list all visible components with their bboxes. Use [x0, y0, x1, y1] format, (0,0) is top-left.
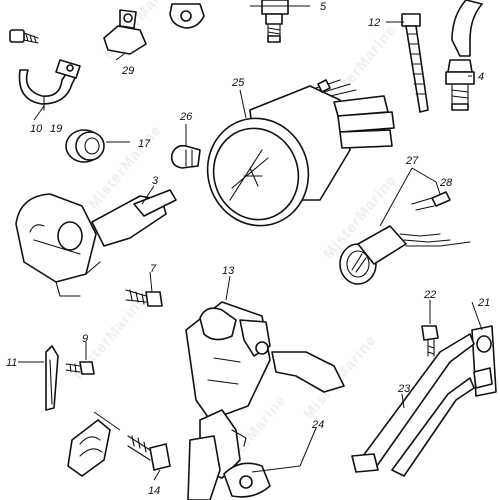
callout-13: 13	[222, 265, 235, 277]
callout-22: 22	[423, 289, 436, 301]
callout-10: 10	[30, 123, 43, 135]
callout-19: 19	[50, 123, 62, 135]
callout-29: 29	[121, 65, 134, 77]
callout-9: 9	[82, 333, 88, 345]
callout-labels: 5 12 4 29 10 19 17 26 25 3 27 28 7 13 22…	[6, 1, 490, 497]
callout-17: 17	[138, 138, 151, 150]
part-gauge	[206, 79, 395, 227]
callout-5: 5	[320, 1, 327, 13]
part-screw-9	[65, 361, 95, 375]
bolt-top-left	[9, 29, 39, 44]
leader-lines	[18, 5, 483, 481]
part-bracket-21	[471, 325, 497, 397]
callout-23: 23	[397, 383, 411, 395]
part-top-switch	[169, 3, 205, 29]
callout-4: 4	[478, 71, 484, 83]
part-sensor-5	[261, 0, 289, 43]
part-bracket-3	[15, 189, 177, 297]
callout-3: 3	[152, 175, 159, 187]
part-bulb	[170, 144, 201, 169]
callout-11: 11	[6, 357, 17, 369]
part-clip-14	[67, 419, 171, 477]
callout-26: 26	[179, 111, 193, 123]
callout-7: 7	[150, 263, 157, 275]
part-linkage-23	[351, 333, 475, 477]
part-fitting-4	[445, 0, 483, 111]
callout-27: 27	[405, 155, 419, 167]
part-clamp	[18, 59, 81, 111]
callout-24: 24	[311, 419, 324, 431]
callout-25: 25	[231, 77, 245, 89]
callout-12: 12	[368, 17, 380, 29]
callout-21: 21	[477, 297, 490, 309]
callout-28: 28	[439, 177, 453, 189]
part-grommet	[65, 129, 105, 163]
part-spring-11	[45, 345, 59, 411]
part-control-13	[185, 301, 345, 500]
part-bolt-7	[125, 289, 163, 307]
callout-14: 14	[148, 485, 160, 497]
part-indicator-lamp	[339, 191, 471, 285]
part-clip	[103, 9, 147, 55]
part-bolt-22	[421, 325, 439, 357]
part-cable-tie	[401, 13, 429, 113]
